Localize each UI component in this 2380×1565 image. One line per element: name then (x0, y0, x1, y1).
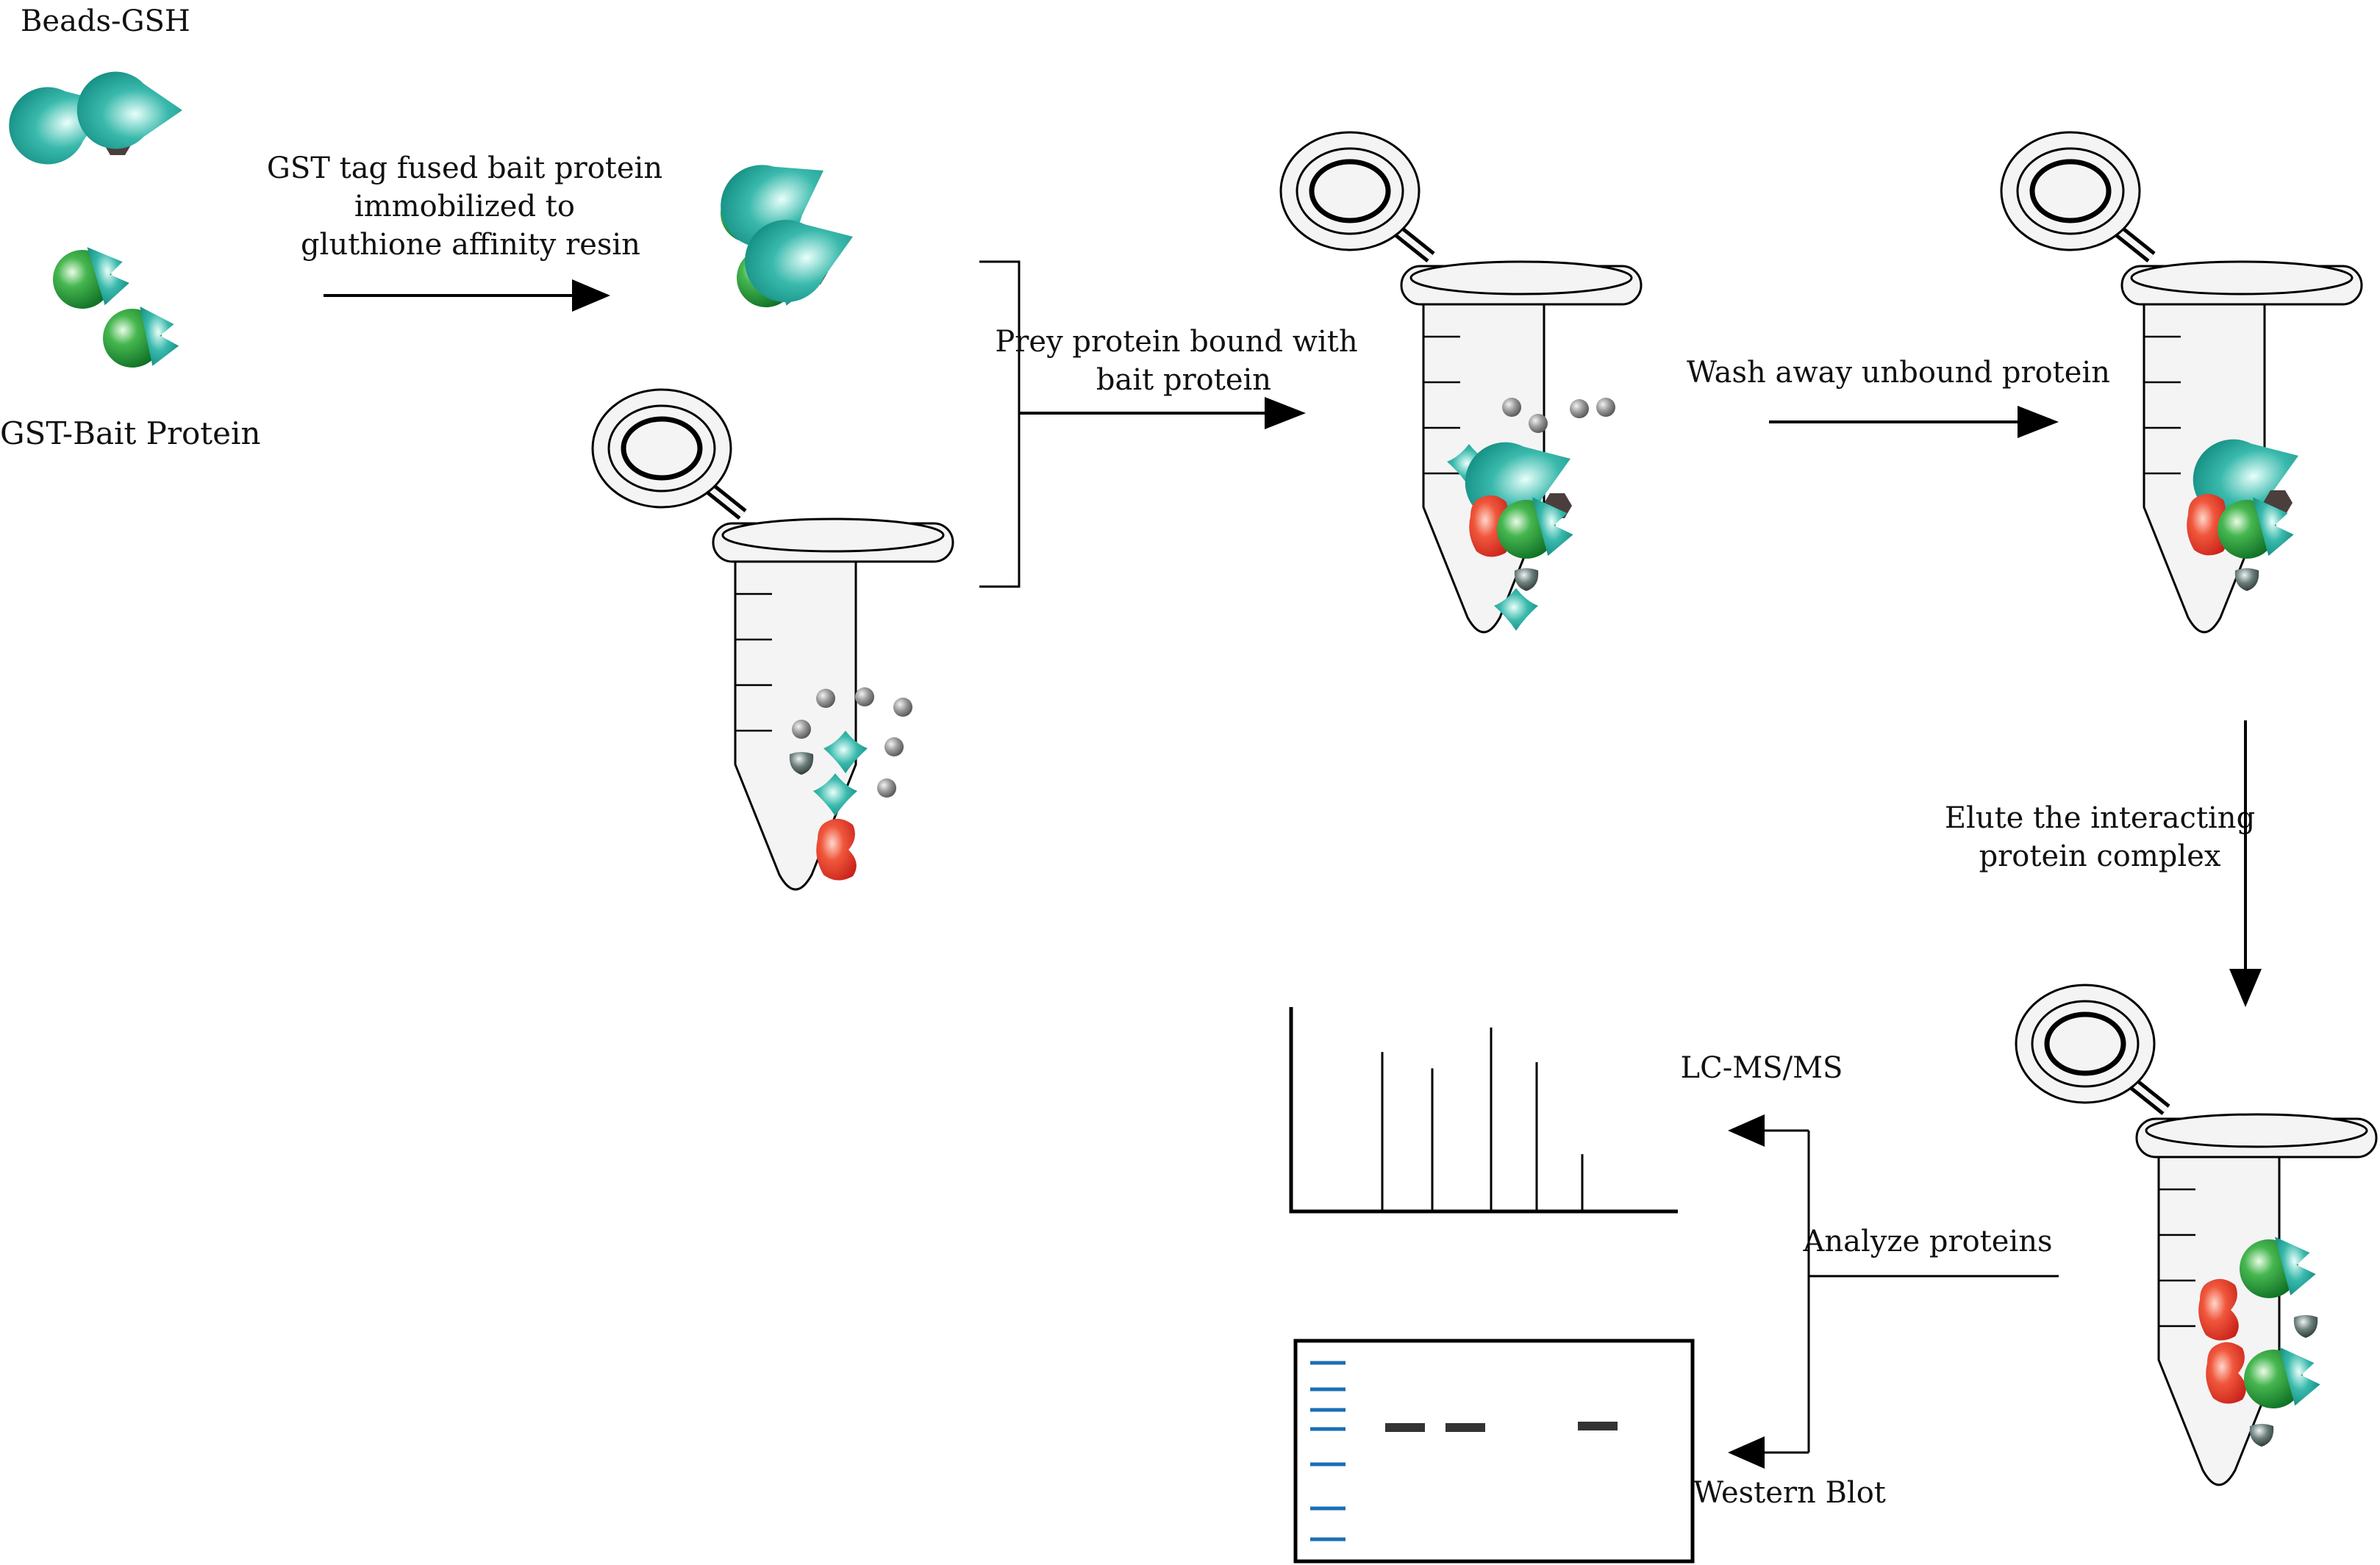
gst-bait-protein-icon (48, 240, 181, 370)
step1-text-line1: GST tag fused bait protein (267, 151, 662, 185)
tube-1-lysate (593, 390, 953, 889)
step3-text: Wash away unbound protein (1687, 356, 2110, 390)
blot-sample-band (1578, 1422, 1618, 1430)
immobilized-bait-cluster (687, 110, 889, 343)
step2-bracket (979, 260, 1021, 588)
western-blot-gel (1293, 1339, 1695, 1564)
beads-gsh-icon (0, 37, 207, 203)
lcms-spectrum (1289, 1007, 1678, 1214)
step2-arrow (1019, 397, 1306, 429)
tube-4-eluted (2016, 985, 2376, 1485)
blot-sample-band (1385, 1423, 1425, 1432)
blot-sample-band (1445, 1423, 1485, 1432)
lcms-label: LC-MS/MS (1681, 1051, 1843, 1085)
step1-text-line3: gluthione affinity resin (301, 228, 640, 262)
tube-2-binding (1281, 132, 1641, 632)
analyze-proteins-text: Analyze proteins (1803, 1225, 2053, 1258)
analyze-branch-lines (1728, 1114, 2059, 1469)
step4-text-line2: protein complex (1979, 839, 2221, 873)
step2-text-line2: bait protein (1096, 363, 1271, 397)
western-blot-label: Western Blot (1693, 1476, 1886, 1510)
step2-text-line1: Prey protein bound with (995, 325, 1357, 359)
beads-gsh-label: Beads-GSH (21, 4, 190, 38)
step4-arrow (2229, 720, 2262, 1007)
step3-arrow (1769, 406, 2059, 438)
step1-text-line2: immobilized to (354, 190, 575, 223)
step4-text-line1: Elute the interacting (1945, 801, 2255, 835)
step1-arrow (324, 279, 610, 312)
gst-bait-protein-label: GST-Bait Protein (0, 415, 261, 451)
